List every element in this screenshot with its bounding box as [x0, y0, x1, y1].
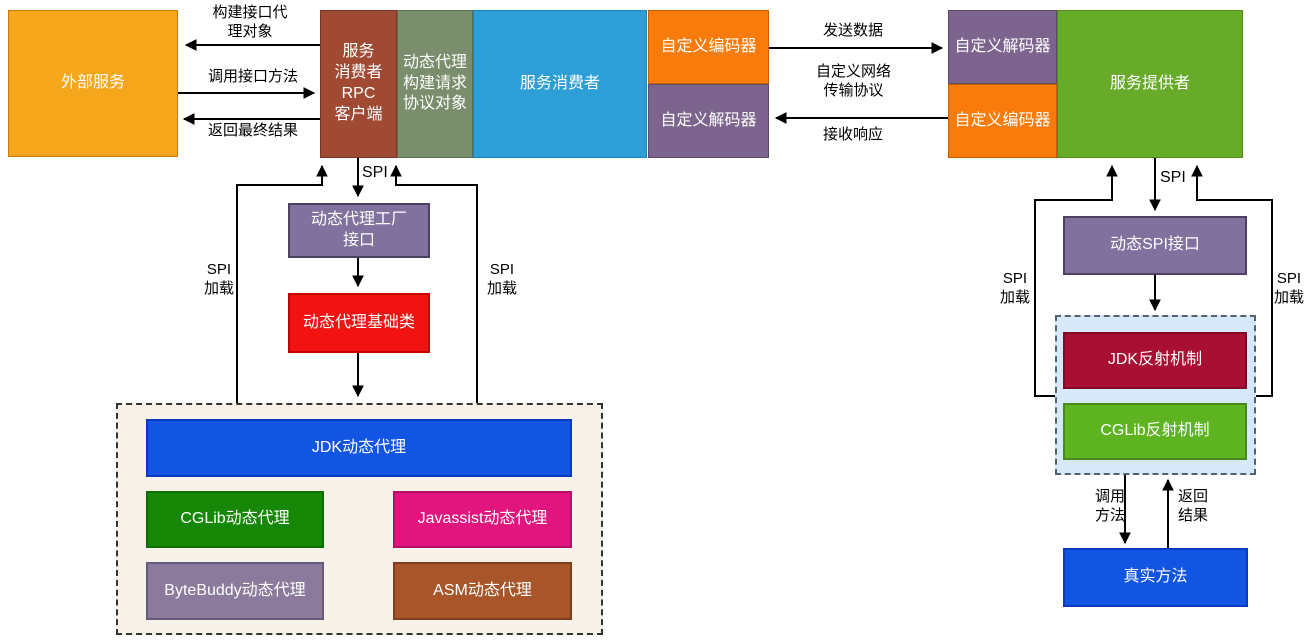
edge-label-invoke-interface: 调用接口方法: [207, 68, 298, 85]
edge-label-send-data: 发送数据: [822, 22, 883, 39]
edge-label-return-result: 返回 结果: [1177, 488, 1208, 524]
node-dynamic-spi-interface: 动态SPI接口: [1063, 216, 1247, 275]
edge-label-spi-load-top-right: SPI 加载: [486, 261, 517, 297]
node-custom-decoder-left: 自定义解码器: [648, 84, 769, 158]
node-proxy-factory-interface: 动态代理工厂 接口: [288, 203, 430, 258]
edge-label-build-proxy: 构建接口代 理对象: [212, 4, 288, 40]
node-jdk-reflection: JDK反射机制: [1063, 332, 1247, 389]
node-service-consumer: 服务消费者: [473, 10, 647, 158]
node-jdk-dynamic-proxy: JDK动态代理: [146, 419, 572, 477]
node-asm-dynamic-proxy: ASM动态代理: [393, 562, 572, 620]
node-bytebuddy-dynamic-proxy: ByteBuddy动态代理: [146, 562, 324, 620]
node-proxy-request-builder: 动态代理 构建请求 协议对象: [397, 10, 473, 158]
node-cglib-reflection: CGLib反射机制: [1063, 403, 1247, 460]
line-spi-load-left: [236, 164, 328, 403]
line-spi-load-right: [390, 164, 478, 403]
edge-label-custom-network-protocol: 自定义网络 传输协议: [815, 63, 891, 99]
node-real-method: 真实方法: [1063, 548, 1248, 607]
node-javassist-dynamic-proxy: Javassist动态代理: [393, 491, 572, 548]
edge-label-spi-left: SPI: [362, 164, 388, 181]
node-external-service: 外部服务: [8, 10, 178, 157]
node-custom-encoder-right: 自定义编码器: [948, 84, 1057, 158]
edge-label-spi-load-right-left: SPI 加载: [999, 270, 1030, 306]
node-cglib-dynamic-proxy: CGLib动态代理: [146, 491, 324, 548]
node-proxy-base-class: 动态代理基础类: [288, 293, 430, 353]
node-custom-decoder-right: 自定义解码器: [948, 10, 1057, 84]
node-custom-encoder-left: 自定义编码器: [648, 10, 769, 84]
edge-label-spi-right: SPI: [1160, 169, 1186, 186]
edge-label-spi-load-top-left: SPI 加载: [203, 261, 234, 297]
node-rpc-client: 服务 消费者 RPC 客户端: [320, 10, 397, 158]
edge-label-invoke-method: 调用 方法: [1094, 488, 1125, 524]
edge-label-return-final-result: 返回最终结果: [207, 122, 298, 139]
node-service-provider: 服务提供者: [1057, 10, 1243, 158]
edge-label-receive-response: 接收响应: [822, 126, 883, 143]
edge-label-spi-load-right-right: SPI 加载: [1273, 270, 1304, 306]
